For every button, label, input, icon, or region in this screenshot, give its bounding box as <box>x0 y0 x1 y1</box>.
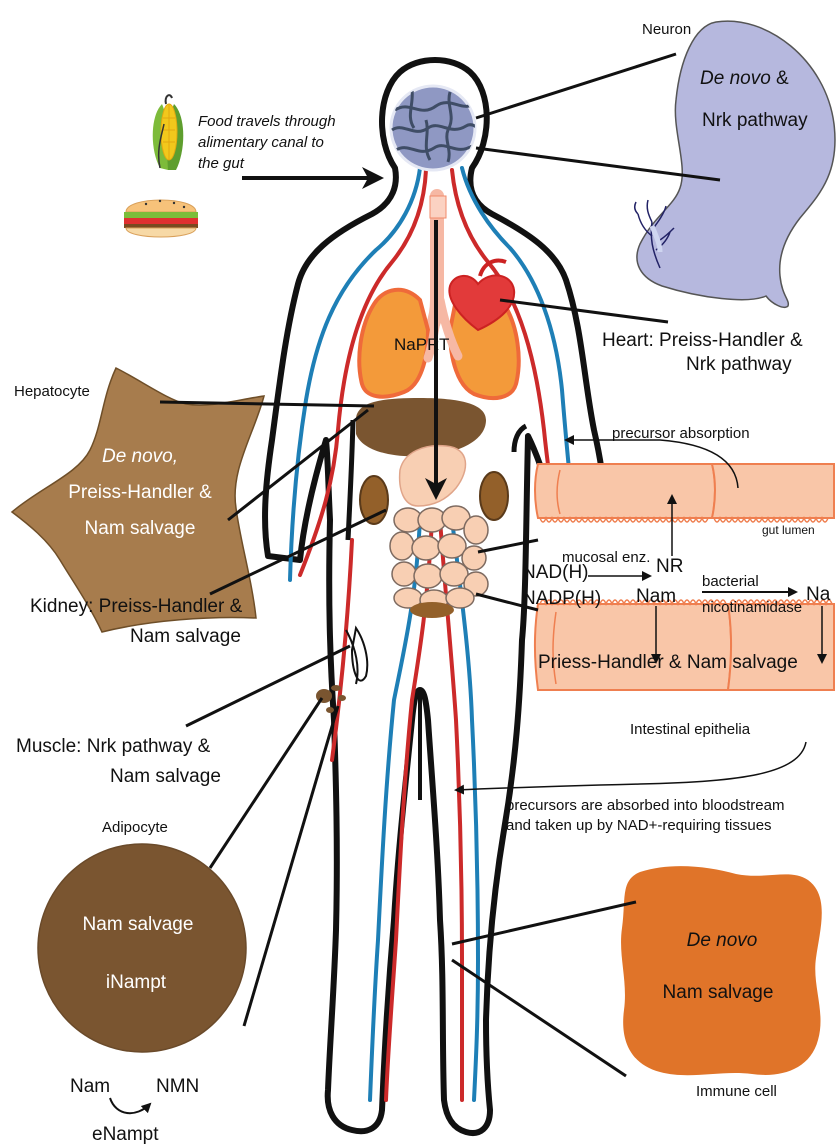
heart-line <box>500 300 668 322</box>
naprt-label: NaPRT <box>394 335 449 354</box>
neuron-title: Neuron <box>642 21 691 38</box>
food-caption-line-1: Food travels through <box>198 113 336 130</box>
bladder <box>410 602 454 618</box>
bacterial-label: bacterial <box>702 573 759 590</box>
gut-lumen-label: gut lumen <box>762 523 815 537</box>
heart-label-line-2: Nrk pathway <box>686 354 792 375</box>
enampt-arrow <box>110 1098 150 1113</box>
adipocyte-line-2: iNampt <box>106 972 167 993</box>
immune-line-text-1: De novo <box>687 930 758 951</box>
burger-icon <box>124 200 198 237</box>
inner-arm-left <box>348 420 353 540</box>
larynx <box>430 196 446 218</box>
kidney-label-line-1: Kidney: Preiss-Handler & <box>30 596 243 617</box>
neuron-line-1 <box>476 54 676 118</box>
bloodstream-line-1: precursors are absorbed into bloodstream <box>506 797 784 814</box>
precursor-absorption-label: precursor absorption <box>612 425 750 442</box>
hepatocyte-line-1: De novo, <box>102 446 178 467</box>
food-caption-line-3: the gut <box>198 155 245 172</box>
right-kidney <box>480 472 508 520</box>
adipocyte-line-1: Nam salvage <box>83 914 194 935</box>
hepatocyte-title: Hepatocyte <box>14 383 90 400</box>
adipocyte-title: Adipocyte <box>102 819 168 836</box>
brain <box>391 86 480 170</box>
hepatocyte-line-3: Nam salvage <box>85 518 196 539</box>
epithelia-pathways-label: Priess-Handler & Nam salvage <box>538 652 798 673</box>
nam-label: Nam <box>636 586 676 607</box>
reaction-nmn: NMN <box>156 1076 199 1097</box>
stomach <box>400 446 466 506</box>
adipocyte-line-2 <box>244 706 338 1026</box>
nr-label: NR <box>656 556 683 577</box>
muscle-label-line-1: Muscle: Nrk pathway & <box>16 736 211 757</box>
adipocyte-cell <box>38 844 246 1052</box>
food-caption-line-2: alimentary canal to <box>198 134 324 151</box>
neuron-cell <box>637 21 835 307</box>
muscle-fibers <box>346 628 367 684</box>
reaction-enampt: eNampt <box>92 1124 159 1145</box>
liver <box>356 398 486 456</box>
corn-icon <box>153 95 184 170</box>
small-intestine <box>390 506 488 610</box>
gut-segment-upper <box>535 464 834 522</box>
muscle-label-line-2: Nam salvage <box>110 766 221 787</box>
adipocyte-line-1 <box>210 698 322 868</box>
gut-line-upper <box>478 540 538 552</box>
kidney-label-line-2: Nam salvage <box>130 626 241 647</box>
epithelia-label: Intestinal epithelia <box>630 721 751 738</box>
nicotinamidase-label: nicotinamidase <box>702 599 802 616</box>
muscle-line <box>186 646 350 726</box>
immune-line-text-2: Nam salvage <box>663 982 774 1003</box>
inner-arm-right <box>514 426 526 452</box>
reaction-nam: Nam <box>70 1076 110 1097</box>
nadp-label: NADP(H) <box>522 588 601 609</box>
heart-label-line-1: Heart: Preiss-Handler & <box>602 330 803 351</box>
nad-label: NAD(H) <box>522 562 589 583</box>
immune-title: Immune cell <box>696 1083 777 1100</box>
neuron-pathway-line-2: Nrk pathway <box>702 110 808 131</box>
bloodstream-line-2: and taken up by NAD+-requiring tissues <box>506 817 772 834</box>
food-caption: Food travels through alimentary canal to… <box>198 113 336 172</box>
immune-cell <box>621 866 822 1075</box>
hepatocyte-line-2: Preiss-Handler & <box>68 482 212 503</box>
neuron-pathway-line-1: De novo & <box>700 68 789 89</box>
na-label: Na <box>806 584 831 605</box>
